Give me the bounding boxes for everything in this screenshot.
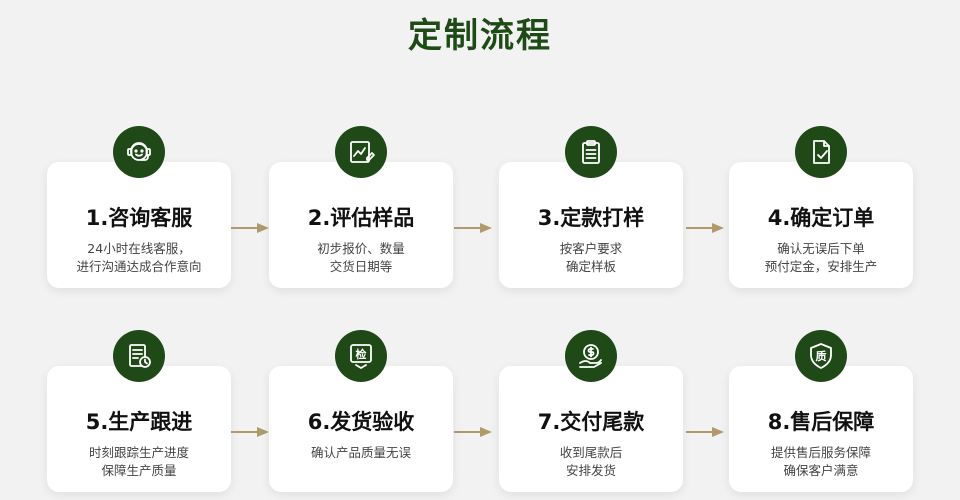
icon-badge bbox=[795, 126, 847, 178]
step-description: 按客户要求确定样板 bbox=[559, 241, 623, 274]
step-title: 3.定款打样 bbox=[537, 206, 645, 230]
step-card bbox=[729, 162, 913, 288]
step-title: 7.交付尾款 bbox=[537, 410, 645, 434]
svg-text:检: 检 bbox=[356, 347, 367, 361]
quality-shield-icon: 质 bbox=[810, 343, 832, 369]
step-card bbox=[269, 366, 453, 492]
flow-arrow bbox=[454, 427, 492, 437]
step-title: 1.咨询客服 bbox=[85, 206, 193, 230]
step-description: 时刻跟踪生产进度保障生产质量 bbox=[88, 445, 189, 478]
icon-badge: 质 bbox=[795, 330, 847, 382]
flow-arrow bbox=[686, 427, 724, 437]
step-card bbox=[729, 366, 913, 492]
step-title: 6.发货验收 bbox=[307, 410, 415, 434]
icon-badge bbox=[565, 126, 617, 178]
step-card bbox=[499, 162, 683, 288]
flow-arrow bbox=[231, 427, 269, 437]
step-description: 初步报价、数量交货日期等 bbox=[317, 241, 405, 274]
step-title: 8.售后保障 bbox=[767, 410, 875, 434]
icon-badge bbox=[113, 126, 165, 178]
flow-arrow bbox=[231, 223, 269, 233]
step-title: 5.生产跟进 bbox=[85, 410, 193, 434]
step-title: 2.评估样品 bbox=[307, 206, 415, 230]
step-card bbox=[47, 162, 231, 288]
page-title: 定制流程 bbox=[408, 16, 552, 56]
icon-badge: 检 bbox=[335, 330, 387, 382]
icon-badge bbox=[565, 330, 617, 382]
document-clock-icon bbox=[129, 344, 151, 368]
flow-arrow bbox=[454, 223, 492, 233]
step-description: 确认无误后下单预付定金，安排生产 bbox=[764, 241, 878, 274]
icon-badge bbox=[113, 330, 165, 382]
step-description: 收到尾款后安排发货 bbox=[559, 445, 623, 478]
step-description: 24小时在线客服，进行沟通达成合作意向 bbox=[76, 241, 202, 274]
step-card bbox=[47, 366, 231, 492]
step-description: 提供售后服务保障确保客户满意 bbox=[770, 445, 871, 478]
icon-badge bbox=[335, 126, 387, 178]
document-check-icon bbox=[813, 140, 830, 164]
step-card bbox=[269, 162, 453, 288]
money-hand-icon bbox=[579, 344, 602, 368]
chart-edit-icon bbox=[350, 141, 375, 163]
headset-icon bbox=[127, 142, 151, 161]
inspection-stamp-icon: 检 bbox=[350, 344, 372, 369]
step-title: 4.确定订单 bbox=[767, 206, 875, 230]
step-card bbox=[499, 366, 683, 492]
step-description: 确认产品质量无误 bbox=[310, 445, 411, 460]
clipboard-icon bbox=[582, 140, 600, 164]
flow-arrow bbox=[686, 223, 724, 233]
svg-text:质: 质 bbox=[816, 349, 827, 363]
